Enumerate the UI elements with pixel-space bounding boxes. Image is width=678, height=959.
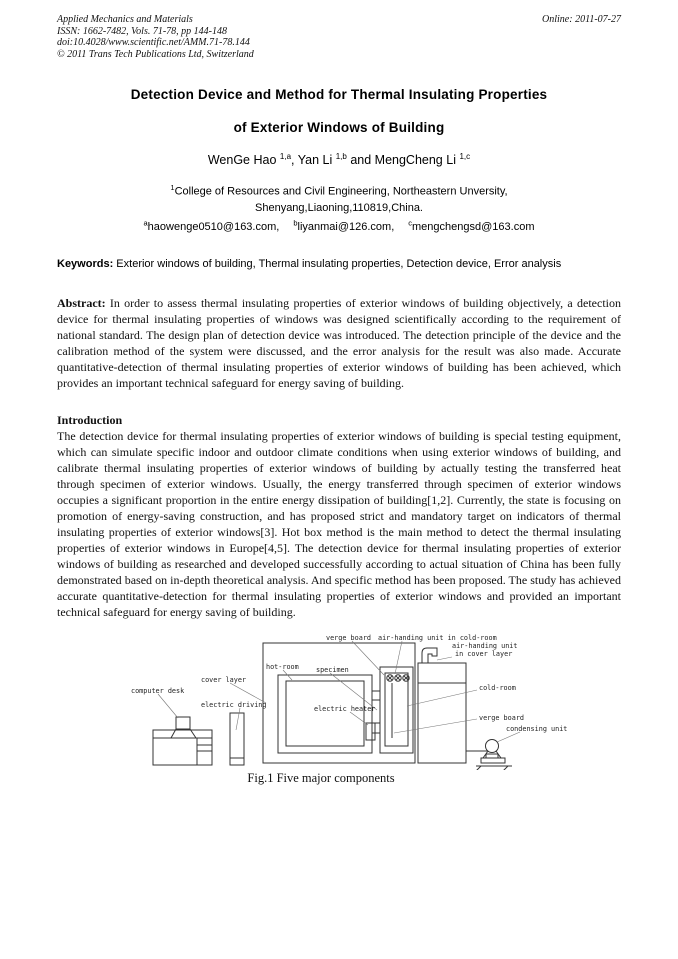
- abstract-text: In order to assess thermal insulating pr…: [57, 296, 621, 391]
- keywords-paragraph: Keywords: Exterior windows of building, …: [57, 257, 621, 272]
- email-c: cmengchengsd@163.com: [408, 218, 535, 234]
- label-electric-driving: electric driving: [201, 701, 266, 709]
- authors-line: WenGe Hao 1,a, Yan Li 1,b and MengCheng …: [57, 152, 621, 167]
- figure-1-diagram: verge board air-handing unit in cold-roo…: [131, 634, 567, 771]
- label-hot-room: hot-room: [266, 663, 299, 671]
- figure-caption: Fig.1 Five major components: [247, 771, 395, 786]
- leader-lines: [157, 641, 521, 743]
- keywords-text: Exterior windows of building, Thermal in…: [113, 258, 562, 271]
- author-3-sup: 1,c: [459, 152, 471, 161]
- author-1-sup: 1,a: [279, 152, 292, 161]
- label-ahu-cold-room: air-handing unit in cold-room: [378, 634, 497, 642]
- fan-icons: [386, 674, 410, 683]
- affiliation-sup: 1: [170, 183, 175, 193]
- label-cover-layer: cover layer: [201, 676, 246, 684]
- label-specimen: specimen: [316, 666, 349, 674]
- label-computer-desk: computer desk: [131, 687, 184, 695]
- paper-title: Detection Device and Method for Thermal …: [57, 87, 621, 136]
- doi-line: doi:10.4028/www.scientific.net/AMM.71-78…: [57, 37, 250, 48]
- introduction-heading: Introduction: [57, 413, 123, 428]
- abstract-label: Abstract:: [57, 296, 106, 311]
- affiliation-line1: 1College of Resources and Civil Engineer…: [170, 183, 508, 198]
- author-1: WenGe Hao: [207, 153, 280, 168]
- abstract-paragraph: Abstract: In order to assess thermal ins…: [57, 295, 621, 391]
- figure-labels: verge board air-handing unit in cold-roo…: [131, 634, 567, 733]
- label-verge-board-right: verge board: [479, 714, 524, 722]
- figure-1: verge board air-handing unit in cold-roo…: [0, 620, 678, 771]
- email-b: bliyanmai@126.com,: [293, 218, 395, 234]
- introduction-paragraph: The detection device for thermal insulat…: [57, 429, 621, 620]
- label-condensing-unit: condensing unit: [506, 725, 567, 733]
- condensing-unit-drawing: [466, 739, 512, 771]
- author-2-sup: 1,b: [335, 152, 347, 161]
- cold-room-drawing: [417, 647, 467, 764]
- electric-driving-drawing: [229, 712, 245, 766]
- journal-name: Applied Mechanics and Materials: [57, 14, 193, 25]
- paper-title-line1: Detection Device and Method for Thermal …: [130, 87, 548, 102]
- keywords-label: Keywords:: [57, 258, 114, 271]
- label-electric-heater: electric heater: [314, 705, 375, 713]
- label-cold-room: cold-room: [479, 684, 516, 692]
- affiliation-line2: Shenyang,Liaoning,110819,China.: [255, 201, 423, 214]
- online-date: Online: 2011-07-27: [542, 14, 621, 25]
- email-a: ahaowenge0510@163.com,: [143, 218, 280, 234]
- label-ahu-cover-2: in cover layer: [455, 650, 512, 658]
- label-verge-board-top: verge board: [326, 634, 371, 642]
- affiliation: 1College of Resources and Civil Engineer…: [57, 180, 621, 216]
- paper-title-line2: of Exterior Windows of Building: [233, 120, 445, 135]
- journal-header: Applied Mechanics and Materials ISSN: 16…: [57, 14, 621, 60]
- emails-line: ahaowenge0510@163.com, bliyanmai@126.com,…: [57, 216, 621, 236]
- copyright-line: © 2011 Trans Tech Publications Ltd, Swit…: [57, 48, 254, 60]
- issn-line: ISSN: 1662-7482, Vols. 71-78, pp 144-148: [57, 25, 227, 37]
- label-ahu-cover-1: air-handing unit: [452, 642, 517, 650]
- hot-box-drawing: [262, 642, 416, 764]
- author-2: , Yan Li: [291, 153, 336, 168]
- computer-desk-drawing: [152, 716, 213, 766]
- author-3: and MengCheng Li: [346, 153, 460, 168]
- specimen-chamber-drawing: [379, 666, 414, 754]
